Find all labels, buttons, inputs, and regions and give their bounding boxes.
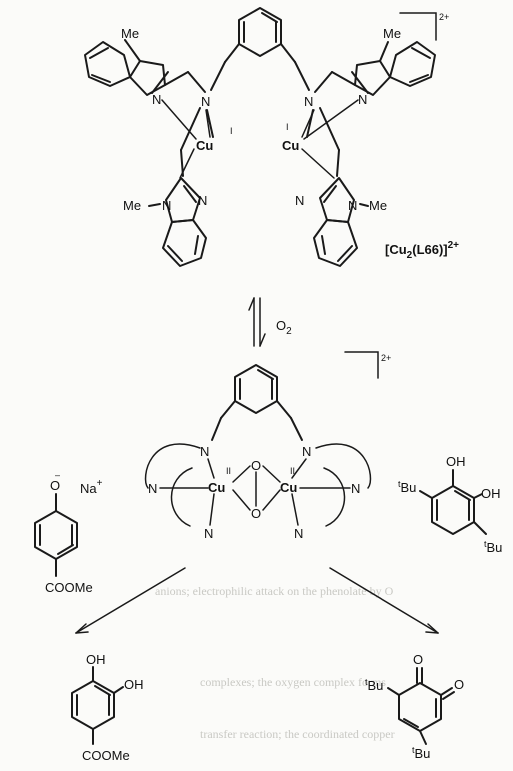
ghost-line-1: anions; electrophilic attack on the phen…	[155, 584, 394, 598]
quinone-o-left: O	[413, 652, 423, 667]
oh-top-right-substrate: OH	[446, 454, 466, 469]
imid-n-left-lower: N	[198, 193, 207, 208]
complex-cu2-l66: 2+ N Me N Cu I N N	[84, 7, 459, 267]
cu-left-top: Cu	[196, 138, 213, 153]
ester-left-substrate: COOMe	[45, 580, 93, 595]
oxygen-top: O	[251, 458, 261, 473]
complex-peroxo: 2+ N N N N N N Cu II Cu II O O	[144, 351, 391, 541]
me-right-upper: Me	[383, 26, 401, 41]
ox-state-left-mid: II	[226, 466, 231, 476]
show-through-text: anions; electrophilic attack on the phen…	[155, 584, 395, 741]
amine-n-right-mid: N	[302, 444, 311, 459]
left-substrate: O – Na+ COOMe	[34, 470, 103, 595]
sodium-ion: Na+	[80, 478, 103, 496]
me-left-upper: Me	[121, 26, 139, 41]
ring-right-product	[398, 682, 442, 732]
benzo-right-upper	[389, 41, 436, 87]
tbu-bottom-right-product: tBu	[412, 745, 430, 761]
left-product: OH OH COOMe	[71, 652, 144, 763]
ghost-line-3: transfer reaction; the coordinated coppe…	[200, 727, 395, 741]
arc-left-lower	[170, 467, 193, 527]
o2-reagent: O2	[276, 318, 292, 337]
right-product: O O tBu tBu	[365, 652, 464, 761]
cu-right-mid: Cu	[280, 480, 297, 495]
cu-left-mid: Cu	[208, 480, 225, 495]
imid-n-right-lower: N	[295, 193, 304, 208]
n-left-outer: N	[148, 481, 157, 496]
tbu-top-right-substrate: tBu	[398, 479, 416, 495]
right-substrate: OH OH tBu tBu	[398, 454, 502, 555]
xylyl-ring-top	[238, 7, 282, 57]
tbu-bottom-right-substrate: tBu	[484, 539, 502, 555]
cu-right-top: Cu	[282, 138, 299, 153]
benzo-left-lower	[162, 219, 207, 267]
oh-top-left-product: OH	[86, 652, 106, 667]
imidazole-right-upper	[354, 60, 391, 96]
benzene-right-substrate	[431, 485, 475, 535]
benzene-left-substrate	[34, 510, 78, 560]
n-right-bottom: N	[294, 526, 303, 541]
benzo-right-lower	[313, 219, 358, 267]
amine-n-left-top: N	[201, 94, 210, 109]
equilibrium-arrow: O2	[248, 297, 292, 347]
arc-right-lower	[323, 467, 346, 527]
ghost-line-2: complexes; the oxygen complex forms	[200, 675, 386, 689]
me-left-lower: Me	[123, 198, 141, 213]
benzo-left-upper	[84, 41, 131, 87]
charge-top: 2+	[439, 12, 449, 22]
benzene-left-product	[71, 680, 115, 730]
charge-middle: 2+	[381, 353, 391, 363]
tbu-top-right-product: tBu	[365, 677, 383, 693]
complex1-name: [Cu2(L66)]2+	[385, 240, 459, 261]
amine-n-left-mid: N	[200, 444, 209, 459]
n-left-bottom: N	[204, 526, 213, 541]
imid-n-right-upper: N	[358, 92, 367, 107]
phenolate-oxygen: O	[50, 478, 60, 493]
arc-right-upper	[315, 443, 372, 489]
phenolate-charge: –	[55, 470, 60, 480]
xylyl-ring-middle	[234, 364, 278, 414]
oh-side-right-substrate: OH	[481, 486, 501, 501]
imid-nme-left-lower: N	[162, 198, 171, 213]
n-right-outer: N	[351, 481, 360, 496]
oh-side-left-product: OH	[124, 677, 144, 692]
imid-n-left-upper: N	[152, 92, 161, 107]
charge-bracket-middle	[344, 351, 379, 379]
charge-bracket-top	[399, 12, 437, 41]
amine-n-right-top: N	[304, 94, 313, 109]
arc-left-upper	[144, 443, 201, 489]
ester-left-product: COOMe	[82, 748, 130, 763]
quinone-o-right: O	[454, 677, 464, 692]
imid-nme-right-lower: N	[348, 198, 357, 213]
reaction-arrows	[75, 567, 439, 634]
ox-state-left-top: I	[230, 126, 233, 136]
ox-state-right-mid: II	[290, 466, 295, 476]
me-right-lower: Me	[369, 198, 387, 213]
imidazole-left-upper	[129, 60, 166, 96]
oxygen-bottom: O	[251, 506, 261, 521]
ox-state-right-top: I	[286, 122, 289, 132]
